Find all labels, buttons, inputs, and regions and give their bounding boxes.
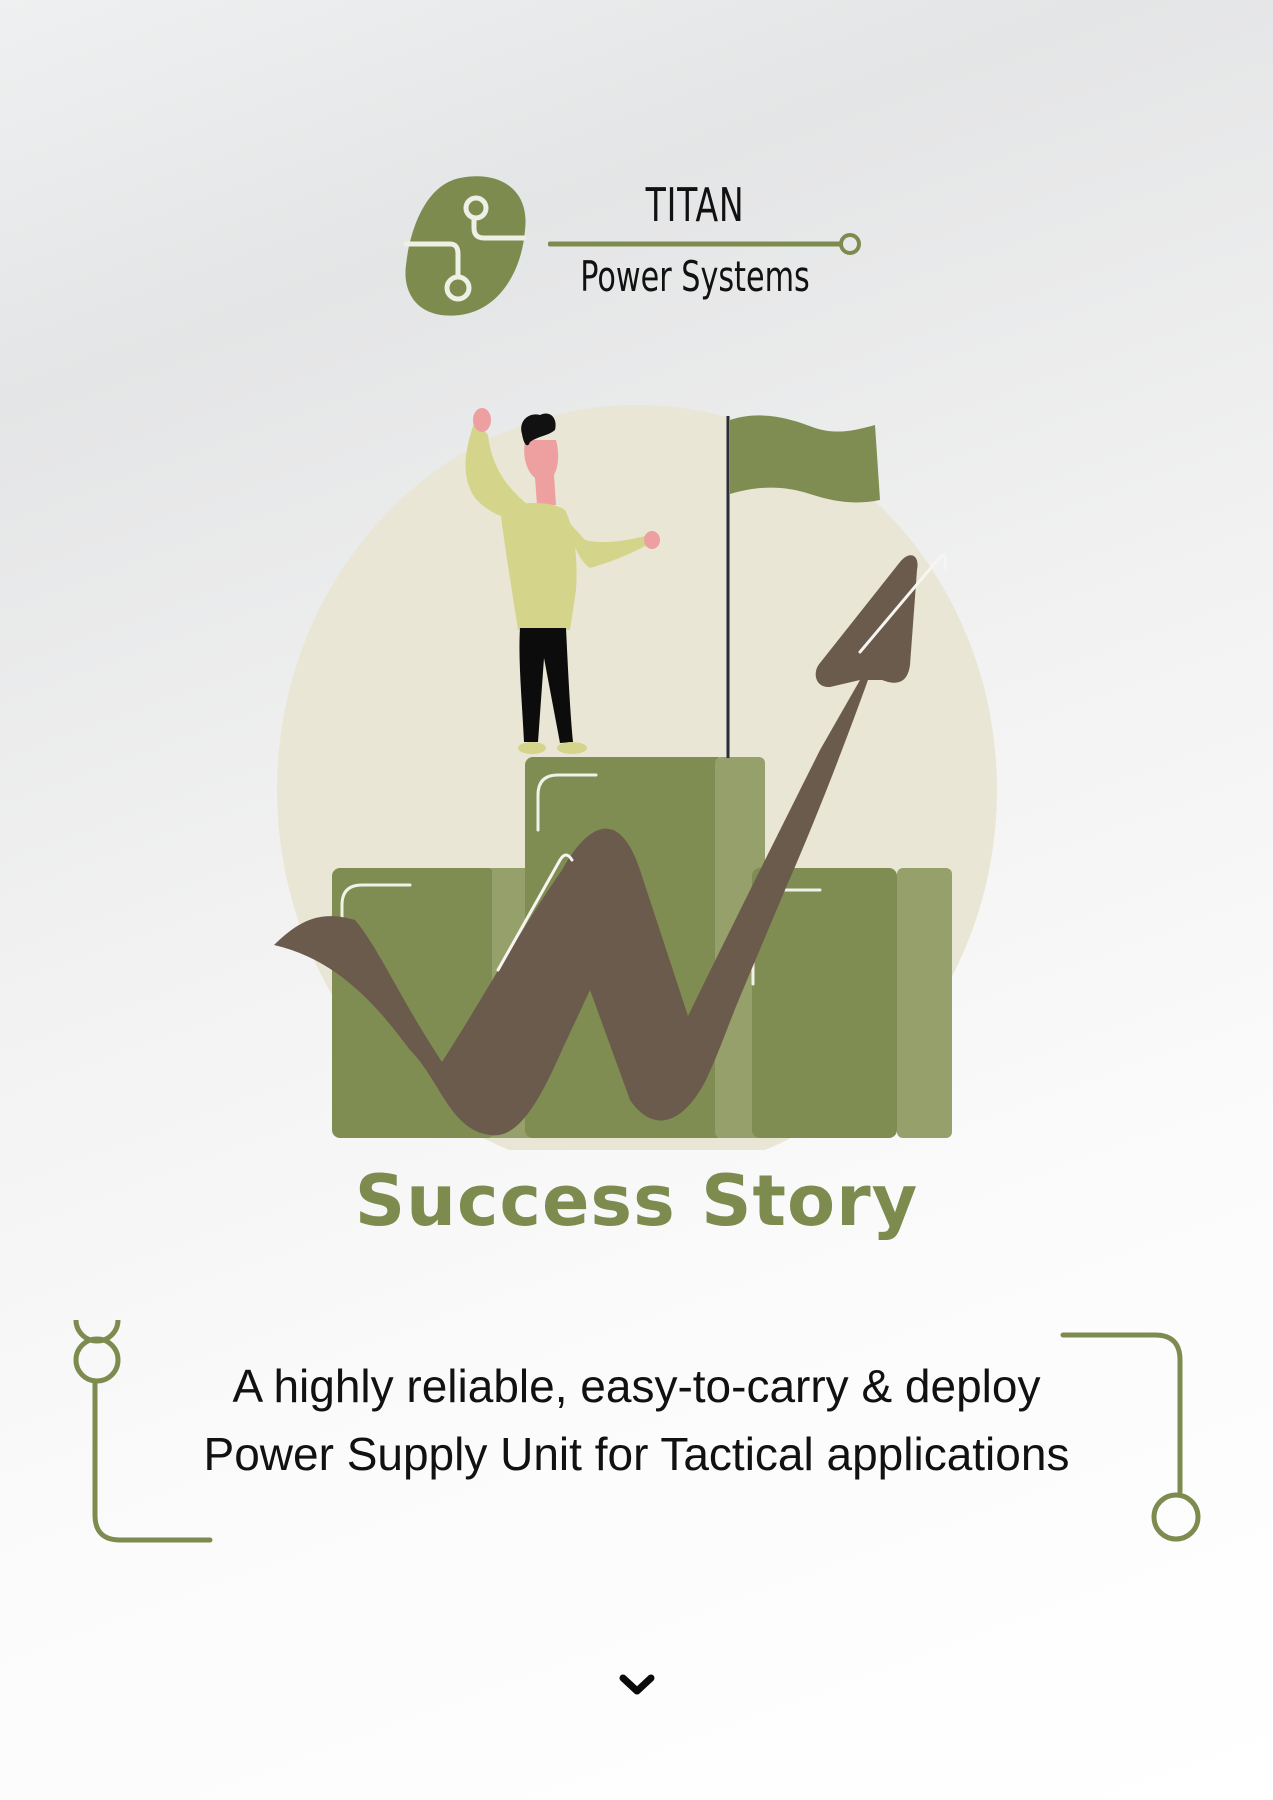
brand-divider-line [548,233,861,255]
circuit-blob-logo-icon [403,176,527,316]
person-icon [465,408,660,754]
scroll-down-button[interactable] [611,1665,663,1705]
page-title: Success Story [354,1160,919,1242]
rising-arrow-icon [274,553,947,1136]
flag-icon [726,415,880,758]
bracket-decoration [73,1320,1201,1543]
tagline-line-1: A highly reliable, easy-to-carry & deplo… [232,1360,1041,1412]
chevron-down-icon [619,1674,655,1695]
brand-subtitle: Power Systems [580,252,810,301]
tagline-line-2: Power Supply Unit for Tactical applicati… [203,1428,1070,1480]
brand-name: TITAN [645,178,745,232]
success-illustration [274,405,997,1150]
tagline: A highly reliable, easy-to-carry & deplo… [120,1352,1153,1488]
